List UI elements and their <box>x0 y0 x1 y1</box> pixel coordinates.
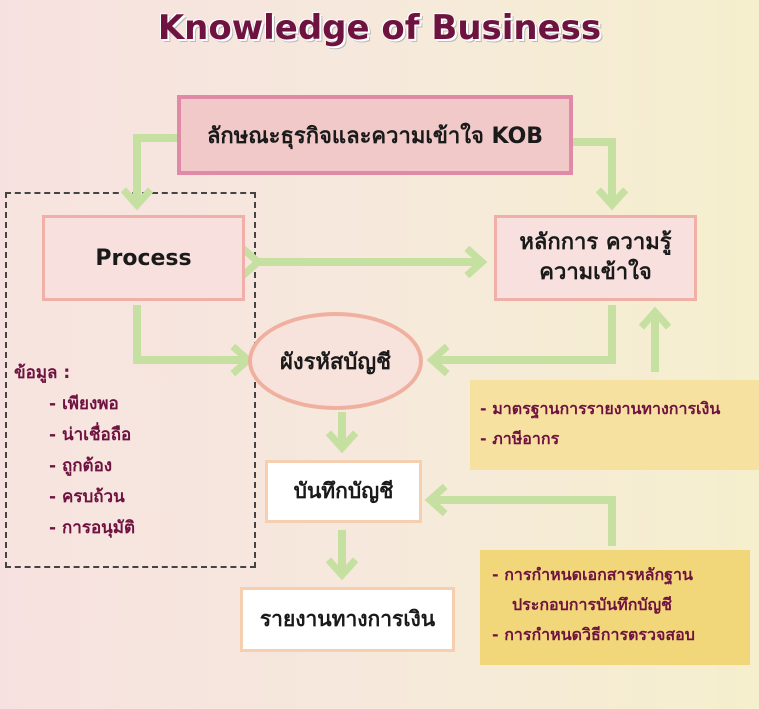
data-item: - ครบถ้วน <box>49 487 125 507</box>
arrow-kob-to-process <box>137 134 177 205</box>
standards-box: - มาตรฐานการรายงานทางการเงิน - ภาษีอากร <box>470 380 759 470</box>
node-chart-label: ผังรหัสบัญชี <box>279 349 392 375</box>
node-principles-line1: หลักการ ความรู้ <box>519 230 672 255</box>
documents-item: - การกำหนดเอกสารหลักฐาน <box>492 565 693 584</box>
diagram-title: Knowledge of Business <box>157 8 602 48</box>
data-item: - ถูกต้อง <box>49 456 113 476</box>
documents-item: - การกำหนดวิธีการตรวจสอบ <box>492 625 695 644</box>
arrow-process-to-chart <box>133 305 248 360</box>
data-list: ข้อมูล : - เพียงพอ - น่าเชื่อถือ - ถูกต้… <box>14 358 135 544</box>
data-heading: ข้อมูล : <box>14 363 71 383</box>
data-item: - การอนุมัติ <box>49 518 136 538</box>
arrow-kob-to-principles <box>573 138 612 205</box>
node-financial-report: รายงานทางการเงิน <box>240 587 455 652</box>
node-principles-line2: ความเข้าใจ <box>539 260 652 285</box>
documents-item: ประกอบการบันทึกบัญชี <box>512 595 673 614</box>
standards-item: - ภาษีอากร <box>480 429 560 448</box>
node-process: Process <box>42 215 245 301</box>
documents-box: - การกำหนดเอกสารหลักฐาน ประกอบการบันทึกบ… <box>480 550 750 665</box>
standards-item: - มาตรฐานการรายงานทางการเงิน <box>480 399 721 418</box>
data-item: - น่าเชื่อถือ <box>49 425 132 445</box>
arrow-principles-to-chart <box>432 305 616 360</box>
node-kob: ลักษณะธุรกิจและความเข้าใจ KOB <box>177 95 573 175</box>
node-bookkeeping: บันทึกบัญชี <box>265 460 422 523</box>
node-principles: หลักการ ความรู้ ความเข้าใจ <box>494 215 697 301</box>
data-item: - เพียงพอ <box>49 394 119 414</box>
node-process-label: Process <box>95 245 192 271</box>
node-kob-label: ลักษณะธุรกิจและความเข้าใจ KOB <box>206 123 544 149</box>
arrow-documents-to-bookkeeping <box>430 500 616 546</box>
node-report-label: รายงานทางการเงิน <box>259 607 436 631</box>
node-bookkeeping-label: บันทึกบัญชี <box>293 479 394 503</box>
node-chart-of-accounts: ผังรหัสบัญชี <box>248 312 423 410</box>
